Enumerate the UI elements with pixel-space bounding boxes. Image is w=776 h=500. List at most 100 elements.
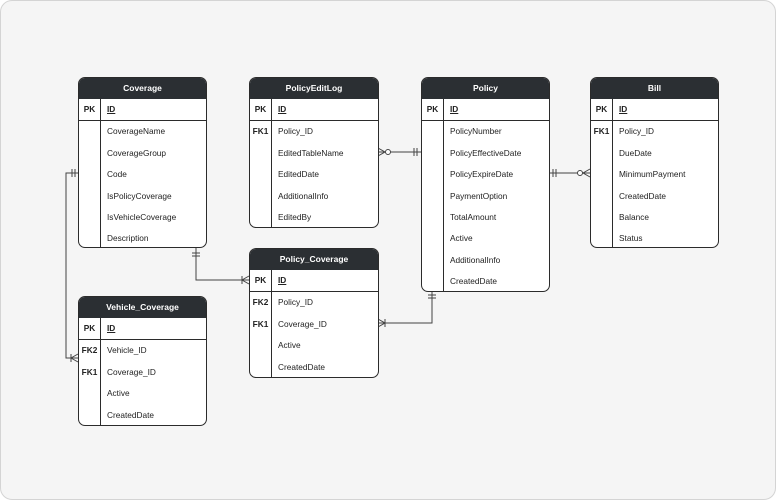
key-label (250, 335, 272, 357)
field-name: CreatedDate (107, 409, 155, 420)
entity-coverage[interactable]: Coverage PK ID CoverageName CoverageGrou… (78, 77, 207, 248)
key-label (250, 206, 272, 227)
field-row: EditedDate (250, 164, 378, 186)
field-name: PolicyNumber (450, 126, 502, 137)
key-label (79, 164, 101, 186)
key-label: FK1 (250, 121, 272, 143)
field-name: Active (107, 388, 130, 399)
pk-field: ID (619, 104, 628, 114)
field-name: Policy_ID (278, 297, 314, 308)
pk-row: PK ID (422, 99, 549, 122)
key-label (422, 249, 444, 272)
key-label (422, 271, 444, 291)
field-name: AdditionalInfo (278, 190, 329, 201)
key-label (79, 404, 101, 425)
field-name: MinimumPayment (619, 169, 686, 180)
pk-row: PK ID (79, 99, 206, 122)
pk-row: PK ID (591, 99, 718, 122)
field-row: PolicyEffectiveDate (422, 142, 549, 165)
field-name: Balance (619, 211, 649, 222)
field-row: CoverageGroup (79, 142, 206, 165)
pk-row: PK ID (250, 270, 378, 293)
entity-policy[interactable]: Policy PK ID PolicyNumber PolicyEffectiv… (421, 77, 550, 292)
pk-field: ID (450, 104, 459, 114)
field-row: DueDate (591, 142, 718, 165)
pk-field: ID (107, 104, 116, 114)
field-name: IsVehicleCoverage (107, 211, 177, 222)
field-row: FK1 Policy_ID (250, 121, 378, 143)
entity-title: Vehicle_Coverage (79, 297, 206, 318)
field-row: Balance (591, 206, 718, 229)
field-name: Description (107, 233, 149, 244)
field-row: TotalAmount (422, 206, 549, 229)
field-row: Status (591, 228, 718, 247)
pk-label: PK (79, 99, 101, 121)
key-label (422, 164, 444, 186)
pk-field: ID (278, 275, 287, 285)
field-row: Active (79, 383, 206, 405)
field-row: MinimumPayment (591, 164, 718, 186)
pk-field: ID (107, 323, 116, 333)
field-name: Vehicle_ID (107, 345, 147, 356)
field-name: PolicyExpireDate (450, 169, 514, 180)
field-name: EditedTableName (278, 147, 344, 158)
field-name: Coverage_ID (107, 366, 156, 377)
pk-label: PK (250, 99, 272, 121)
field-row: PolicyExpireDate (422, 164, 549, 186)
key-label (79, 383, 101, 405)
key-label (422, 206, 444, 229)
key-label (250, 185, 272, 207)
field-name: DueDate (619, 147, 652, 158)
field-name: Active (278, 340, 301, 351)
key-label (422, 121, 444, 143)
key-label (79, 185, 101, 207)
key-label: FK2 (250, 292, 272, 314)
key-label: FK1 (250, 313, 272, 336)
field-name: Active (450, 233, 473, 244)
field-name: EditedDate (278, 169, 320, 180)
key-label (591, 185, 613, 207)
field-row: CreatedDate (79, 404, 206, 425)
field-name: CoverageGroup (107, 147, 167, 158)
field-name: CoverageName (107, 126, 166, 137)
field-name: CreatedDate (278, 361, 326, 372)
rel-policy-policy-coverage (378, 291, 433, 324)
key-label (591, 228, 613, 247)
field-name: Policy_ID (278, 126, 314, 137)
pk-label: PK (79, 318, 101, 340)
field-row: IsVehicleCoverage (79, 206, 206, 229)
key-label (79, 206, 101, 229)
field-row: Active (250, 335, 378, 357)
key-label: FK1 (591, 121, 613, 143)
field-name: PolicyEffectiveDate (450, 147, 522, 158)
field-name: EditedBy (278, 211, 312, 222)
field-row: EditedBy (250, 206, 378, 227)
key-label (591, 142, 613, 165)
pk-label: PK (422, 99, 444, 121)
field-name: IsPolicyCoverage (107, 190, 172, 201)
field-row: FK1 Coverage_ID (79, 361, 206, 384)
entity-title: PolicyEditLog (250, 78, 378, 99)
field-row: FK2 Policy_ID (250, 292, 378, 314)
field-name: Policy_ID (619, 126, 655, 137)
field-row: Description (79, 228, 206, 247)
key-label (422, 228, 444, 250)
field-row: Active (422, 228, 549, 250)
field-row: CreatedDate (422, 271, 549, 291)
field-row: Code (79, 164, 206, 186)
key-label (591, 164, 613, 186)
pk-label: PK (591, 99, 613, 121)
key-label: FK1 (79, 361, 101, 384)
entity-title: Coverage (79, 78, 206, 99)
field-name: CreatedDate (450, 276, 498, 287)
field-row: PolicyNumber (422, 121, 549, 143)
field-name: CreatedDate (619, 190, 667, 201)
entity-title: Policy_Coverage (250, 249, 378, 270)
key-label (79, 228, 101, 247)
key-label (250, 164, 272, 186)
